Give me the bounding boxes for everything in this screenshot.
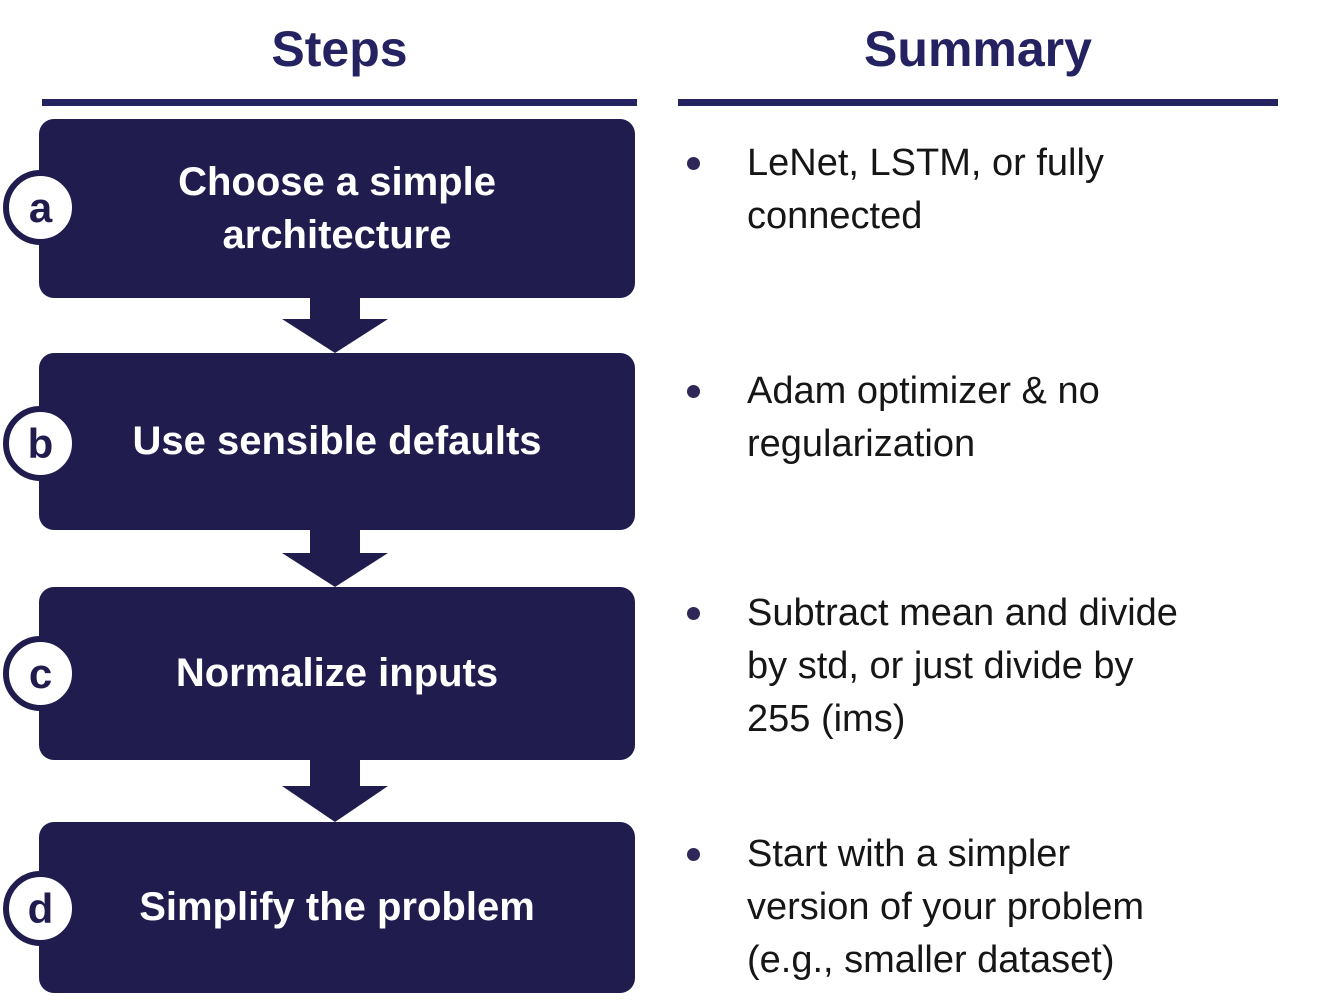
step-box-c-label: Normalize inputs (175, 651, 499, 696)
bullet-dot-icon (687, 607, 700, 620)
summary-bullet-a: LeNet, LSTM, or fully connected (682, 137, 1297, 243)
summary-bullet-d: Start with a simpler version of your pro… (682, 828, 1297, 987)
step-badge-b-letter: b (27, 419, 54, 467)
summary-column-title: Summary (864, 21, 1092, 77)
step-box-c: Normalize inputs (39, 587, 635, 760)
step-badge-b: b (3, 406, 78, 481)
step-badge-c-letter: c (28, 649, 53, 697)
summary-bullet-c: Subtract mean and divide by std, or just… (682, 587, 1297, 746)
summary-title-underline (678, 99, 1278, 106)
summary-bullet-d-text: Start with a simpler version of your pro… (747, 833, 1145, 981)
step-box-d: Simplify the problem (39, 822, 635, 993)
step-badge-a: a (3, 170, 78, 245)
summary-bullet-b-text: Adam optimizer & no regularization (747, 370, 1100, 465)
bullet-dot-icon (687, 848, 700, 861)
step-box-b: Use sensible defaults (39, 353, 635, 530)
summary-bullet-b: Adam optimizer & no regularization (682, 365, 1297, 471)
down-arrow-icon (282, 530, 388, 587)
down-arrow-icon (282, 760, 388, 822)
summary-bullet-a-text: LeNet, LSTM, or fully connected (747, 142, 1104, 237)
bullet-dot-icon (687, 157, 700, 170)
steps-column-title: Steps (271, 21, 408, 77)
summary-bullet-c-text: Subtract mean and divide by std, or just… (747, 592, 1178, 740)
step-badge-d-letter: d (27, 884, 54, 932)
bullet-dot-icon (687, 385, 700, 398)
down-arrow-icon (282, 297, 388, 353)
step-badge-d: d (3, 871, 78, 946)
step-box-d-label: Simplify the problem (139, 885, 535, 930)
step-box-a-label: Choose a simple architecture (178, 159, 496, 257)
step-badge-c: c (3, 636, 78, 711)
steps-title-underline (42, 99, 637, 106)
step-badge-a-letter: a (28, 183, 53, 231)
step-box-b-label: Use sensible defaults (132, 419, 542, 464)
step-box-a: Choose a simple architecture (39, 119, 635, 298)
